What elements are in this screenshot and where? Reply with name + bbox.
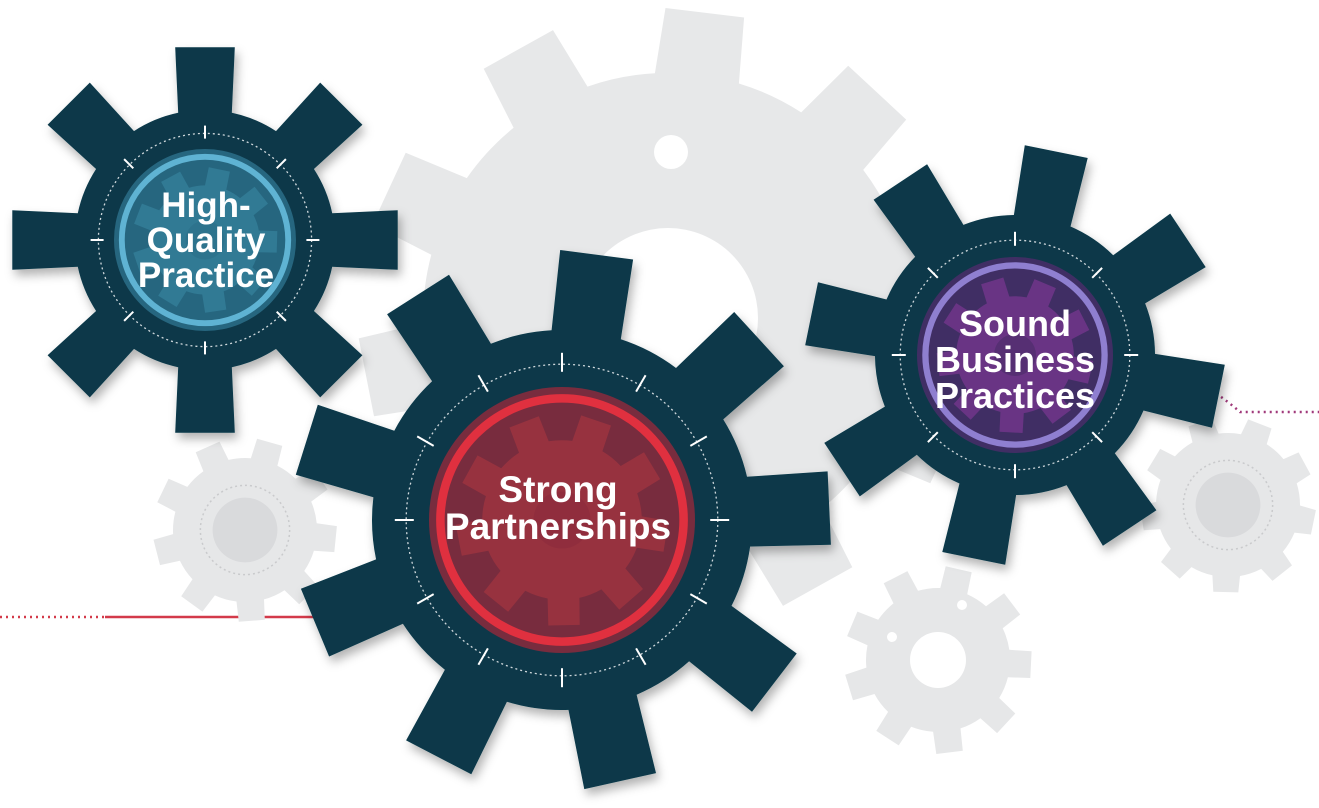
gear-label-line: Practices: [934, 375, 1096, 416]
gear-strong-partnerships: [295, 250, 831, 790]
gear-label-line: Quality: [146, 220, 266, 260]
gear-label-sound-business-practices: Sound Business Practices: [900, 290, 1130, 430]
gear-label-line: Partnerships: [444, 506, 672, 547]
background-gear-bottom: [845, 566, 1032, 754]
right-connector: [1179, 370, 1319, 414]
background-gear-left: [153, 438, 337, 622]
gear-label-line: Sound: [959, 303, 1071, 344]
gear-label-line: Strong: [498, 469, 618, 510]
gear-label-line: High-: [161, 185, 251, 225]
gear-label-high-quality-practice: High- Quality Practice: [106, 175, 306, 305]
background-gear-right: [1140, 418, 1316, 593]
gear-high-quality-practice: [12, 47, 398, 433]
gear-label-line: Practice: [137, 255, 275, 295]
gear-label-line: Business: [934, 339, 1096, 380]
gear-label-strong-partnerships: Strong Partnerships: [418, 458, 698, 558]
gear-sound-business-practices: [805, 145, 1225, 565]
